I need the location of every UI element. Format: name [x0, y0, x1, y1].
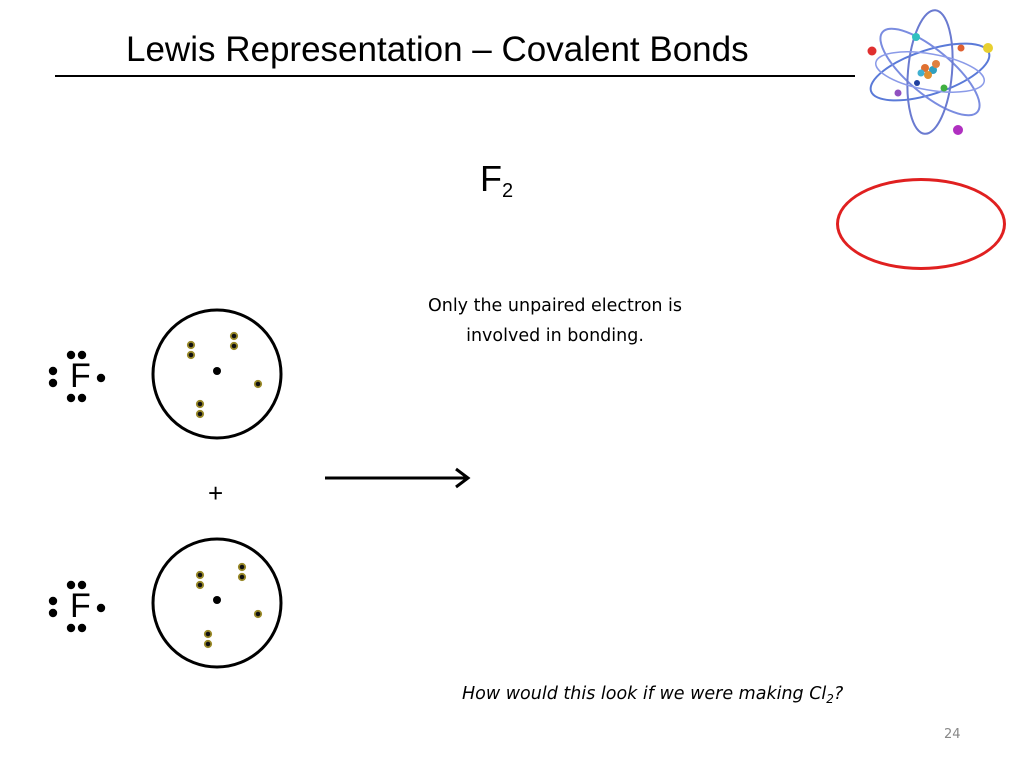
- question-main: How would this look if we were making Cl: [462, 684, 827, 704]
- right-arrow-icon: [325, 467, 471, 489]
- title-underline: [55, 75, 855, 77]
- atom-model-icon: [867, 9, 993, 135]
- bonding-note: Only the unpaired electron is involved i…: [427, 296, 683, 346]
- lewis-dots-top: [48, 350, 106, 403]
- lewis-symbol-bottom: F: [70, 587, 91, 625]
- atom-shell-top: [151, 308, 283, 440]
- question-subscript: 2: [826, 692, 834, 706]
- lewis-dots-bottom: [48, 580, 106, 633]
- page-number: 24: [944, 727, 961, 742]
- nucleus-dot: [213, 596, 221, 604]
- formula-subscript: 2: [502, 180, 514, 202]
- nucleus-dot: [213, 367, 221, 375]
- atom-shell-bottom: [151, 537, 283, 669]
- slide-title: Lewis Representation – Covalent Bonds: [126, 30, 749, 69]
- formula-main: F: [480, 158, 502, 199]
- electron-dots: [186, 331, 263, 419]
- red-ellipse-marker: [836, 178, 1006, 270]
- plus-sign: +: [208, 478, 224, 508]
- electron-dots: [195, 562, 263, 649]
- formula: F2: [480, 158, 513, 203]
- question-text: How would this look if we were making Cl…: [462, 684, 843, 706]
- question-end: ?: [833, 684, 844, 704]
- lewis-symbol-top: F: [70, 357, 91, 395]
